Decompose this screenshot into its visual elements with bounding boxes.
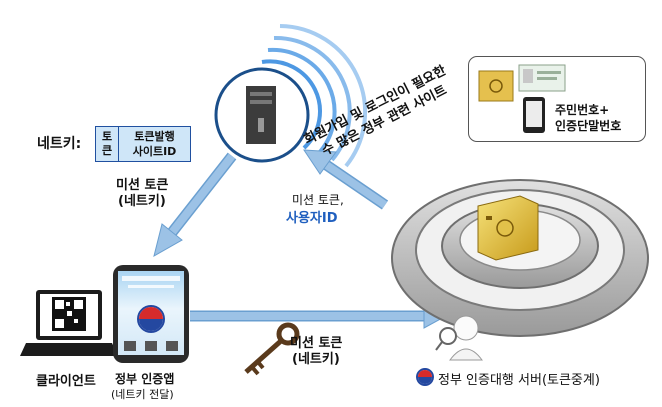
server-label: 정부 인증대행 서버(토큰중계) [438, 373, 600, 388]
gov-emblem-icon [416, 368, 434, 386]
id-verification-box: 주민번호+ 인증단말번호 [468, 56, 646, 142]
mission-token-lower-line2: (네트키) [292, 352, 340, 367]
netkey-label: 네트키: [37, 136, 82, 152]
arrow-app-to-server [190, 303, 448, 329]
mission-token-user-line1: 미션 토큰, [292, 193, 344, 207]
client-label: 클라이언트 [36, 374, 96, 389]
arrow-server-to-site [303, 149, 389, 210]
user-id-label: 사용자ID [286, 211, 338, 226]
auth-app-label: 정부 인증앱 [115, 372, 175, 386]
token-box: 토 큰 토큰발행 사이트ID [95, 126, 191, 162]
token-box-char2: 큰 [101, 144, 113, 157]
person-icon [435, 315, 483, 361]
laptop-qr-icon [20, 290, 118, 356]
token-box-line1: 토큰발행 [134, 130, 175, 143]
mission-token-lower-line1: 미션 토큰 [290, 336, 343, 351]
token-box-col1: 토 큰 [96, 127, 119, 161]
id-box-line1: 주민번호+ [555, 103, 610, 117]
smartphone-app-icon [113, 265, 189, 363]
auth-app-sub-label: (네트키 전달) [111, 388, 174, 401]
id-card-icon [478, 64, 566, 133]
id-box-line2: 인증단말번호 [555, 119, 622, 133]
server-icon [214, 67, 310, 163]
arrow-server-to-app [153, 152, 237, 258]
key-icon [244, 322, 300, 376]
token-box-line2: 사이트ID [132, 145, 177, 158]
mission-token-upper-line1: 미션 토큰 [116, 178, 169, 193]
token-box-col2: 토큰발행 사이트ID [119, 127, 190, 161]
safe-icon [477, 195, 539, 261]
token-box-char1: 토 [101, 130, 113, 143]
signal-waves-icon [261, 24, 368, 168]
mission-token-upper-line2: (네트키) [118, 194, 166, 209]
